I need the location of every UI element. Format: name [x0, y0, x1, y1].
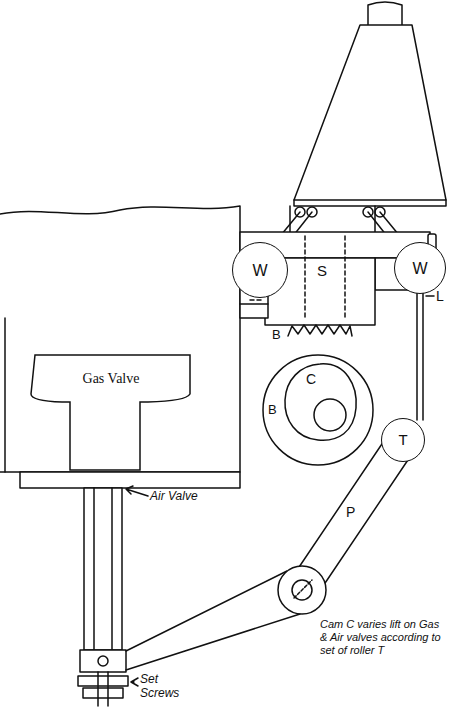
- governor-cone: [294, 25, 446, 200]
- part-letter: P: [346, 504, 358, 521]
- part-letter: T: [398, 431, 407, 449]
- part-letter: B: [272, 327, 284, 343]
- part-letter: C: [306, 371, 318, 388]
- set-screw-nut: [83, 688, 123, 698]
- valve-stem: [84, 488, 122, 650]
- gas-valve-body: [31, 355, 190, 470]
- part-name: Set Screws: [140, 672, 192, 700]
- gas-valve-outline: [28, 350, 194, 472]
- pivot-pin-slot: [294, 580, 312, 598]
- valve-rod: [94, 488, 112, 650]
- cam-bore: [314, 399, 346, 431]
- lever-arm: [126, 571, 300, 670]
- roller: T: [381, 418, 425, 462]
- lift-rod-L: [417, 290, 423, 420]
- part-name: Air Valve: [150, 489, 230, 503]
- part-letter: S: [317, 262, 331, 280]
- weight-ball: W: [232, 242, 288, 298]
- spindle-S: [290, 206, 375, 232]
- cam-ring-B: [263, 355, 373, 465]
- handwritten-note: Cam C varies lift on Gas & Air valves ac…: [320, 618, 446, 657]
- part-name: Gas Valve: [83, 370, 140, 387]
- air-valve-plate: [20, 472, 240, 488]
- L-leader: [426, 295, 434, 297]
- set-screws-arrow: [131, 678, 138, 686]
- set-screw-bolt: [98, 672, 108, 706]
- part-letter: B: [268, 402, 280, 418]
- set-screw-nut: [78, 676, 128, 686]
- collar-pin: [98, 656, 108, 666]
- governor-cap: [368, 2, 402, 25]
- weight-ball: W: [394, 242, 446, 294]
- lever-pivot: [278, 566, 326, 614]
- housing-inner-edge: [4, 318, 6, 472]
- engine-housing: [0, 206, 240, 472]
- part-letter: W: [412, 259, 427, 278]
- cone-base: [294, 200, 446, 206]
- cam-C: [285, 364, 356, 440]
- part-letter: W: [252, 261, 267, 280]
- pivot-pin: [292, 580, 312, 600]
- part-letter: L: [436, 288, 448, 305]
- stem-collar: [80, 650, 126, 672]
- air-valve-leader: [126, 486, 148, 496]
- gas-valve: Gas Valve: [28, 350, 194, 472]
- cam-strap: [288, 325, 352, 336]
